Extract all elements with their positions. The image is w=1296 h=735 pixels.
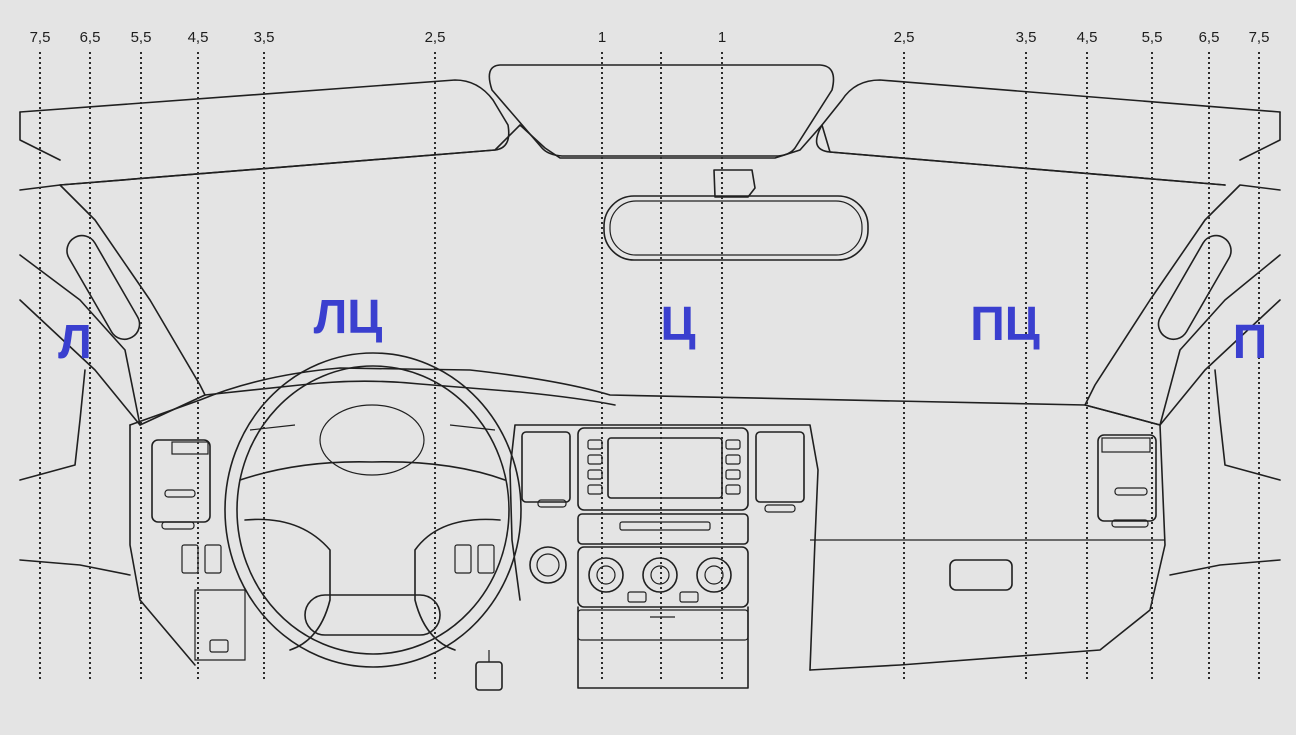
air-vent-left — [151, 439, 211, 523]
distance-guides — [39, 52, 1260, 680]
air-vent-right-tab — [1111, 519, 1149, 528]
steering-wheel — [224, 352, 522, 668]
knee-panel-left — [194, 589, 246, 661]
climate-knob-left — [588, 557, 624, 593]
roof-edge-right — [1239, 111, 1281, 161]
zone-labels: Л ЛЦ Ц ПЦ П — [58, 291, 1267, 369]
roof-line-right — [815, 79, 1281, 186]
switch-left-1 — [181, 544, 199, 574]
switch-right-1 — [454, 544, 472, 574]
zone-label-left-center: ЛЦ — [314, 291, 383, 344]
center-stack-frame — [509, 424, 819, 671]
rear-view-mirror — [603, 195, 869, 261]
dashboard-body-right — [809, 424, 1166, 671]
right-center-vent — [755, 431, 805, 503]
climate-button-2 — [679, 591, 699, 603]
grab-handle-left — [66, 234, 141, 341]
zone-label-right: П — [1233, 316, 1268, 369]
zone-label-center: Ц — [660, 298, 695, 351]
console-tray — [577, 609, 749, 641]
left-center-vent-tab — [537, 499, 567, 508]
switch-left-2 — [204, 544, 222, 574]
door-panel-left — [19, 369, 131, 576]
door-panel-right — [1169, 369, 1281, 576]
tick-label-c-1-right: 1 — [718, 29, 726, 46]
head-unit-buttons — [587, 439, 741, 495]
roof-line-left — [19, 79, 510, 186]
tick-label-r-2-5: 2,5 — [894, 29, 915, 46]
zone-label-left: Л — [58, 316, 92, 369]
tick-label-l-7-5: 7,5 — [30, 29, 51, 46]
tick-label-c-1-left: 1 — [598, 29, 606, 46]
tick-label-r-7-5: 7,5 — [1249, 29, 1270, 46]
distance-labels: 7,5 6,5 5,5 4,5 3,5 2,5 1 1 2,5 3,5 4,5 … — [30, 29, 1270, 46]
a-pillar-right-inner — [1159, 254, 1281, 426]
zone-label-right-center: ПЦ — [970, 298, 1040, 351]
dashboard-upper-rim — [204, 380, 616, 406]
tick-label-r-4-5: 4,5 — [1077, 29, 1098, 46]
tick-label-r-6-5: 6,5 — [1199, 29, 1220, 46]
switch-right-2 — [477, 544, 495, 574]
air-vent-left-grille — [171, 441, 209, 455]
tick-label-l-2-5: 2,5 — [425, 29, 446, 46]
windshield-top-edge — [59, 124, 1226, 186]
a-pillar-right — [1084, 184, 1281, 426]
ignition — [529, 546, 567, 584]
air-vent-right-slot — [1114, 487, 1148, 496]
left-center-vent — [521, 431, 571, 503]
tick-label-r-3-5: 3,5 — [1016, 29, 1037, 46]
tick-label-l-5-5: 5,5 — [131, 29, 152, 46]
mirror-mount — [713, 169, 756, 198]
tick-label-l-4-5: 4,5 — [188, 29, 209, 46]
dashboard-top — [129, 367, 1161, 426]
grab-handle-right — [1157, 234, 1232, 341]
car-interior-drawing — [19, 64, 1281, 691]
cd-unit — [577, 513, 749, 545]
rear-view-mirror-inner — [609, 200, 863, 256]
climate-panel — [577, 546, 749, 608]
ignition-inner — [536, 553, 560, 577]
dashboard-body-left — [129, 424, 196, 666]
air-vent-right-grille — [1101, 437, 1151, 453]
a-pillar-left — [19, 184, 206, 426]
air-vent-left-tab — [161, 521, 195, 530]
head-unit-display — [607, 437, 723, 499]
head-unit-bezel — [577, 427, 749, 511]
right-center-vent-tab — [764, 504, 796, 513]
tick-label-l-3-5: 3,5 — [254, 29, 275, 46]
climate-button-1 — [627, 591, 647, 603]
center-header-panel — [488, 64, 835, 157]
climate-knob-right — [696, 557, 732, 593]
tick-label-l-6-5: 6,5 — [80, 29, 101, 46]
roof-edge-left — [19, 111, 61, 161]
air-vent-left-slot — [164, 489, 196, 498]
glovebox-handle — [949, 559, 1013, 591]
pedal — [475, 661, 503, 691]
air-vent-right — [1097, 434, 1157, 522]
lower-console — [577, 606, 749, 689]
tick-label-r-5-5: 5,5 — [1142, 29, 1163, 46]
cd-slot — [619, 521, 711, 531]
a-pillar-left-inner — [19, 254, 141, 426]
knee-panel-button — [209, 639, 229, 653]
